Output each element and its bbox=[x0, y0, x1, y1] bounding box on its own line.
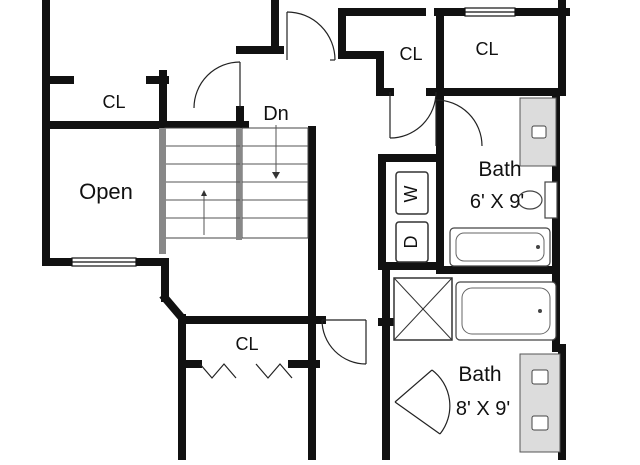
closet-top-right-label: CL bbox=[475, 39, 498, 59]
closet-left-label: CL bbox=[102, 92, 125, 112]
bath-1-fixtures bbox=[449, 97, 558, 267]
open-room-label: Open bbox=[79, 179, 133, 204]
staircase bbox=[159, 125, 309, 254]
closet-top-left-label: CL bbox=[399, 44, 422, 64]
sink-icon bbox=[531, 125, 547, 139]
toilet-icon bbox=[517, 190, 543, 210]
washer-label: W bbox=[401, 186, 421, 203]
arrow-down-icon bbox=[272, 172, 280, 179]
dryer-label: D bbox=[401, 236, 421, 249]
double-vanity bbox=[519, 353, 561, 453]
windows bbox=[71, 7, 516, 267]
closet-bottom-label: CL bbox=[235, 334, 258, 354]
bath-2-size-label: 8' X 9' bbox=[456, 398, 510, 420]
bath-1-label: Bath bbox=[478, 158, 521, 181]
laundry: W D bbox=[395, 171, 429, 263]
room-labels: CL CL CL Open Dn Bath 6' X 9' CL Bath 8'… bbox=[79, 39, 524, 420]
washer-appliance bbox=[395, 171, 429, 215]
stairs-down-label: Dn bbox=[263, 103, 289, 125]
dryer-appliance bbox=[395, 221, 429, 263]
sink-icon-3 bbox=[531, 415, 549, 431]
sink-icon-2 bbox=[531, 369, 549, 385]
bath-2-label: Bath bbox=[458, 363, 501, 386]
doors bbox=[193, 11, 483, 435]
bath-1-size-label: 6' X 9' bbox=[470, 191, 524, 213]
bath-2-fixtures bbox=[393, 277, 561, 453]
